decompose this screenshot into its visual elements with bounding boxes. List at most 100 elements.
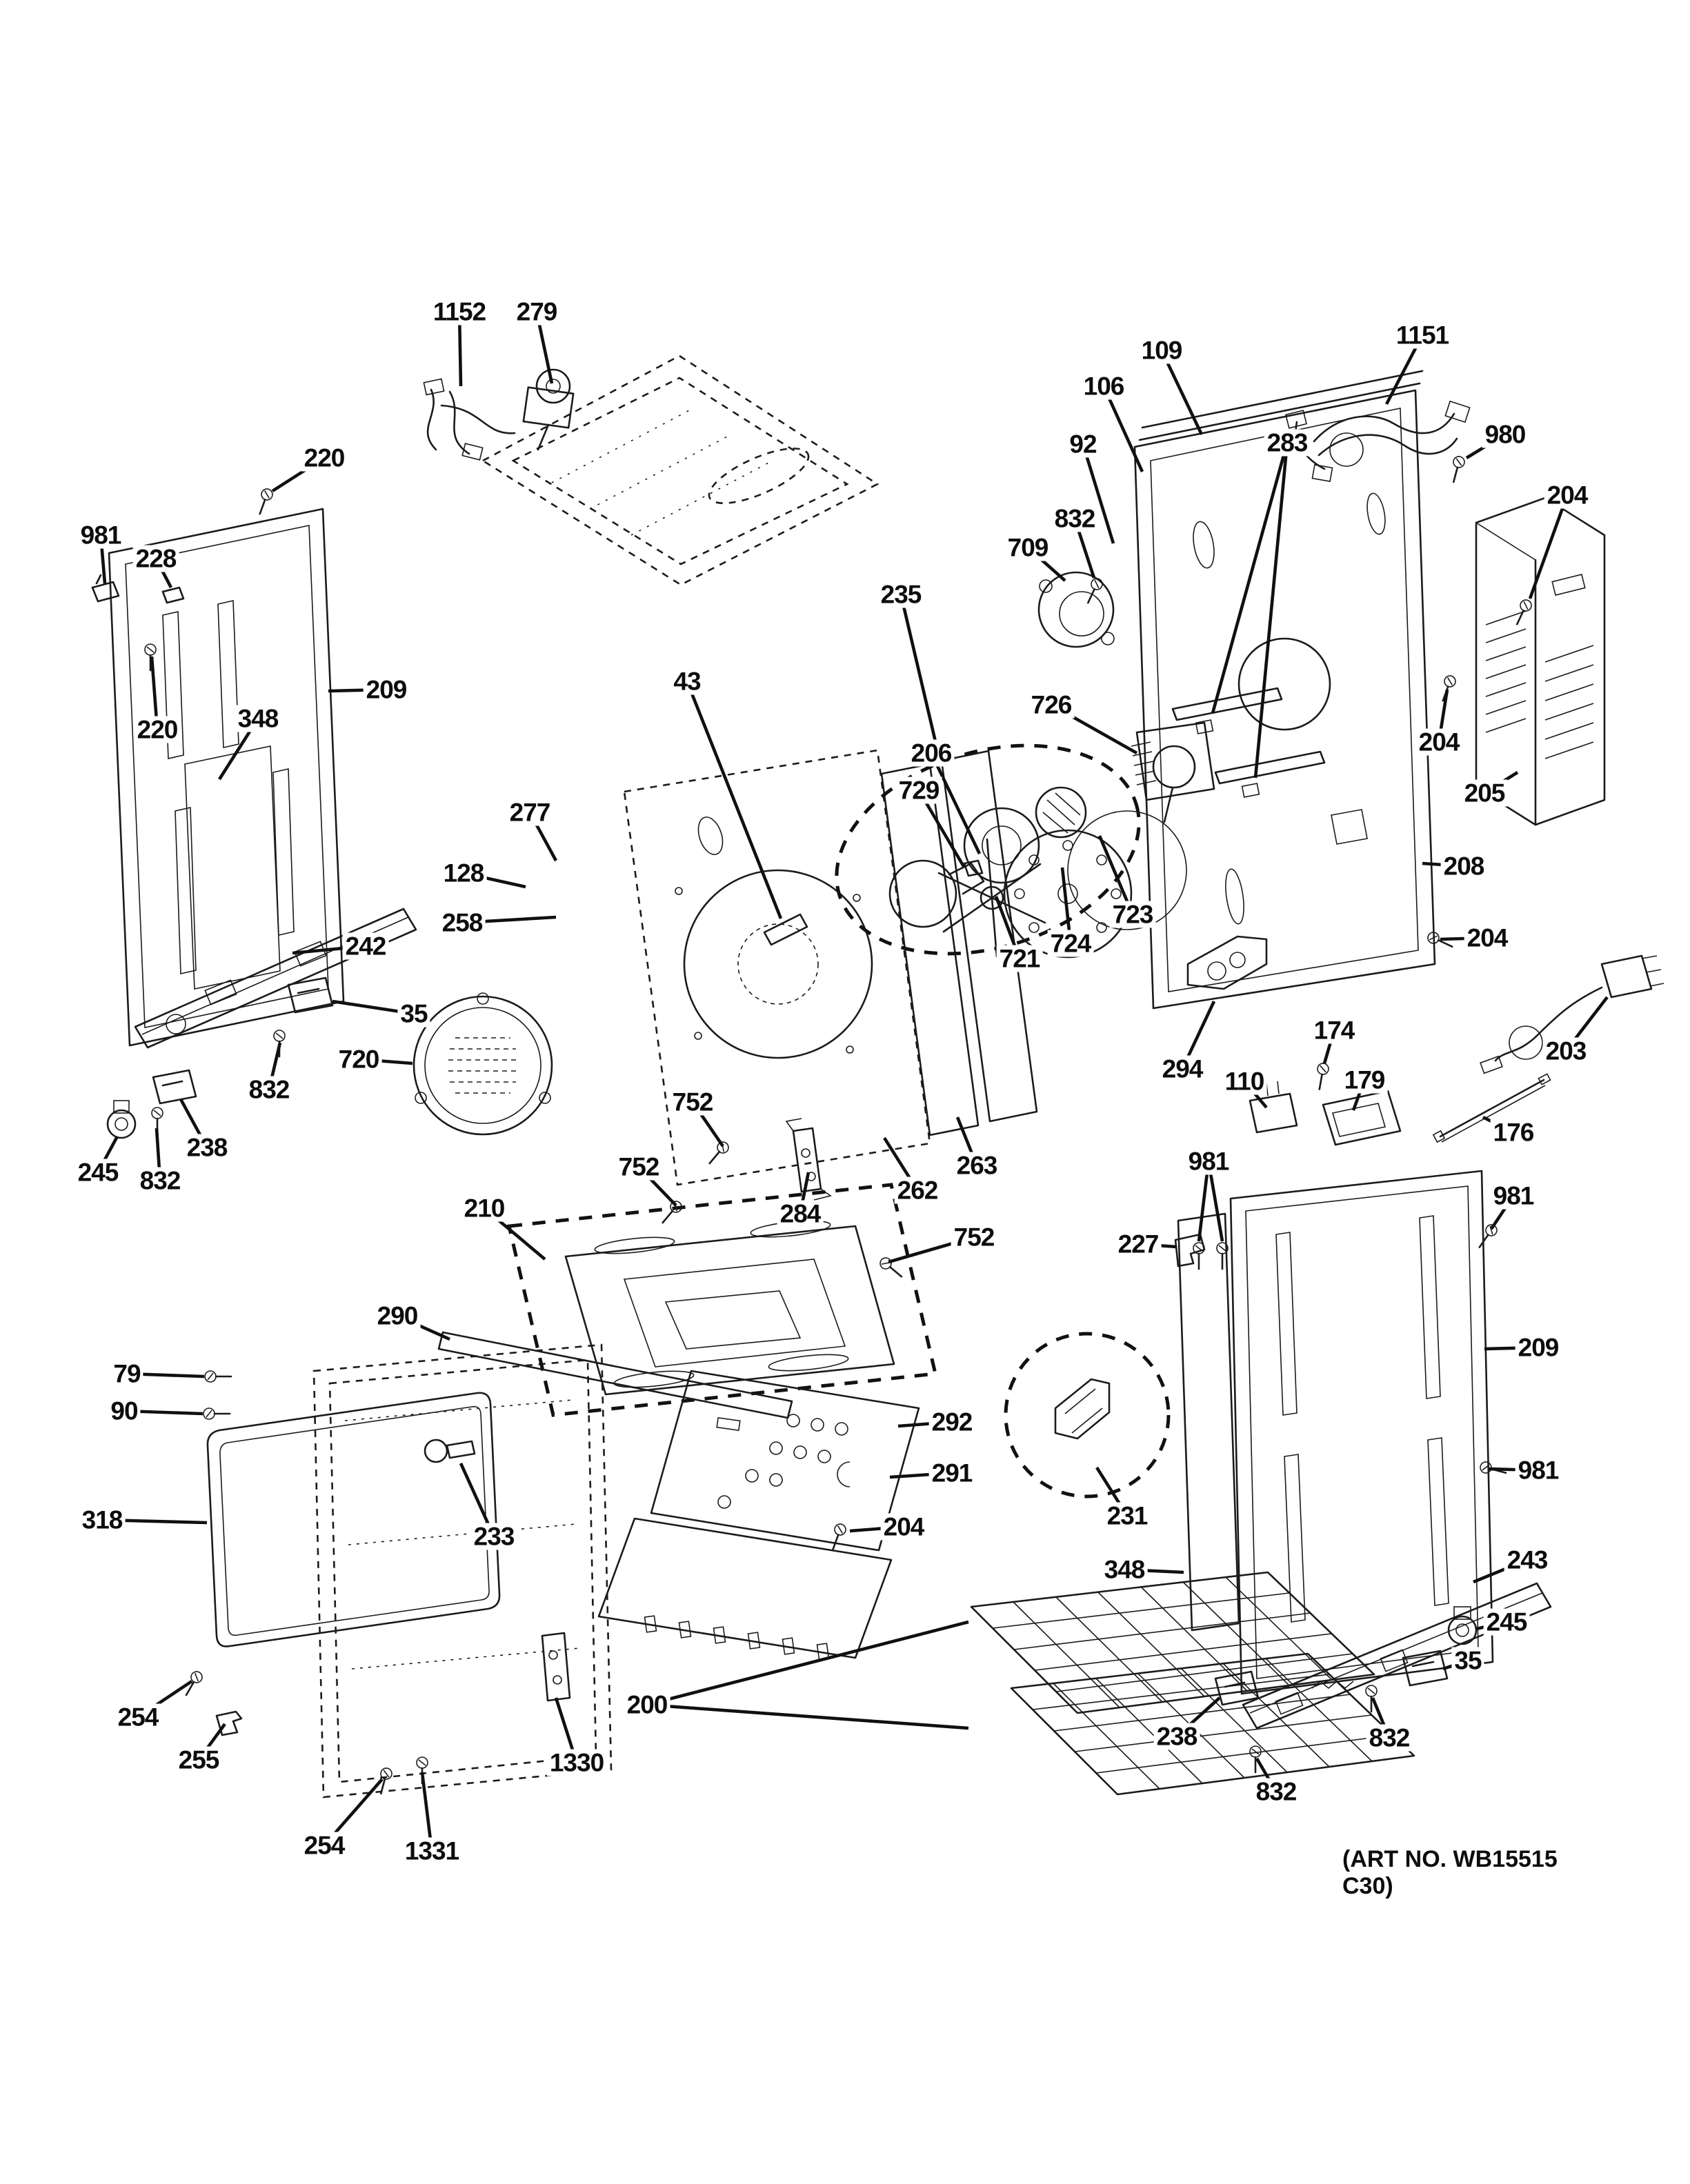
door-gasket-318 xyxy=(206,1392,501,1647)
part-label-832-right-b: 832 xyxy=(1253,1778,1300,1805)
convection-motor-726 xyxy=(1131,721,1215,823)
part-label-832-left-b: 832 xyxy=(137,1167,183,1194)
back-panel xyxy=(1133,370,1436,1010)
roller-245-left xyxy=(106,1100,137,1139)
part-label-318: 318 xyxy=(79,1506,126,1534)
part-label-348-right: 348 xyxy=(1101,1556,1148,1583)
part-label-208: 208 xyxy=(1440,852,1487,880)
part-label-204-c: 204 xyxy=(1464,924,1511,952)
part-label-284: 284 xyxy=(777,1200,824,1228)
part-label-262: 262 xyxy=(894,1176,941,1204)
part-label-106: 106 xyxy=(1080,372,1127,400)
lamp-assembly-235 xyxy=(835,743,1141,956)
part-label-981-mid: 981 xyxy=(1185,1148,1232,1175)
part-label-43: 43 xyxy=(670,668,704,695)
leveling-foot-35-right xyxy=(1402,1650,1449,1687)
part-label-210: 210 xyxy=(461,1194,508,1222)
wire-harness-1152 xyxy=(423,378,516,461)
part-label-238-right: 238 xyxy=(1153,1723,1200,1750)
part-label-258: 258 xyxy=(439,909,486,936)
leader-line xyxy=(1081,443,1115,544)
part-label-255: 255 xyxy=(175,1746,222,1774)
part-label-292: 292 xyxy=(928,1408,975,1436)
part-label-290: 290 xyxy=(374,1302,421,1330)
insulation-sheet-348-right xyxy=(1177,1212,1240,1632)
part-label-179: 179 xyxy=(1341,1066,1388,1094)
part-label-1331: 1331 xyxy=(401,1837,462,1865)
part-label-220-inner: 220 xyxy=(134,716,181,743)
bracket-detail-231 xyxy=(1004,1332,1171,1499)
part-label-294: 294 xyxy=(1159,1055,1206,1083)
part-label-254-b: 254 xyxy=(301,1832,348,1859)
leader-line xyxy=(929,752,982,854)
leader-line xyxy=(1253,442,1289,779)
leader-line xyxy=(1102,385,1144,472)
part-label-245-right: 245 xyxy=(1483,1608,1530,1636)
part-label-980: 980 xyxy=(1482,421,1529,448)
part-label-228: 228 xyxy=(132,545,179,572)
part-label-227: 227 xyxy=(1115,1230,1162,1258)
leader-line xyxy=(646,1703,969,1730)
part-label-752-a: 752 xyxy=(669,1088,716,1116)
part-label-720: 720 xyxy=(335,1045,382,1073)
bracket-179 xyxy=(1322,1090,1402,1146)
part-label-723: 723 xyxy=(1109,901,1156,928)
part-label-203: 203 xyxy=(1542,1037,1589,1065)
art-number: (ART NO. WB15515 C30) xyxy=(1342,1846,1558,1899)
door-inner-panel xyxy=(312,1343,613,1799)
leader-line xyxy=(685,681,783,919)
nut-729 xyxy=(963,859,984,877)
fan-cover-720 xyxy=(412,992,553,1136)
part-label-1330: 1330 xyxy=(546,1749,607,1776)
leader-line xyxy=(1211,442,1289,714)
clip-981-left xyxy=(91,574,120,603)
part-label-263: 263 xyxy=(953,1152,1000,1179)
leader-line xyxy=(899,594,940,754)
part-label-205: 205 xyxy=(1461,779,1508,807)
wire-harness-1151 xyxy=(1284,400,1471,483)
leader-line xyxy=(1160,350,1204,435)
part-label-174: 174 xyxy=(1311,1016,1358,1044)
part-label-981-right-mid: 981 xyxy=(1515,1456,1562,1484)
leveling-foot-35-left xyxy=(287,976,334,1014)
part-label-832-left-a: 832 xyxy=(246,1076,292,1103)
lamp-cover-709 xyxy=(1037,571,1115,648)
clip-228 xyxy=(161,586,185,604)
fan-dome-723 xyxy=(1067,810,1187,930)
part-label-35-left: 35 xyxy=(397,1000,430,1028)
leader-line xyxy=(1528,494,1569,599)
clip-255 xyxy=(215,1710,243,1736)
part-label-204-a: 204 xyxy=(1544,481,1591,509)
leveling-foot-238-left xyxy=(152,1069,197,1105)
top-insulation-panel xyxy=(481,354,879,586)
part-label-721: 721 xyxy=(996,945,1043,972)
part-label-726: 726 xyxy=(1028,691,1075,719)
part-label-176: 176 xyxy=(1490,1119,1537,1146)
roller-245-right xyxy=(1447,1606,1478,1645)
part-label-35-right: 35 xyxy=(1451,1647,1484,1674)
part-label-981-right-top: 981 xyxy=(1490,1182,1537,1210)
part-label-233: 233 xyxy=(470,1523,517,1550)
part-label-348-left: 348 xyxy=(235,705,281,732)
insulation-262 xyxy=(880,763,980,1136)
part-label-238-left: 238 xyxy=(183,1134,230,1161)
part-label-277: 277 xyxy=(506,799,553,826)
part-label-128: 128 xyxy=(440,859,487,887)
part-label-245-left: 245 xyxy=(74,1159,121,1186)
fan-plate-724 xyxy=(1003,829,1133,959)
part-label-752-b: 752 xyxy=(615,1153,662,1181)
part-label-981-left: 981 xyxy=(77,521,124,549)
part-label-90: 90 xyxy=(108,1397,141,1425)
part-label-832-right-top: 832 xyxy=(1051,505,1098,532)
latch-1330 xyxy=(541,1632,571,1702)
part-label-220-top: 220 xyxy=(301,444,348,472)
part-label-235: 235 xyxy=(877,581,924,608)
part-label-283: 283 xyxy=(1264,429,1311,457)
part-label-204-d: 204 xyxy=(880,1513,927,1541)
part-label-1152: 1152 xyxy=(430,298,489,325)
power-cord-203 xyxy=(1480,954,1664,1074)
part-label-243: 243 xyxy=(1504,1546,1551,1574)
part-label-92: 92 xyxy=(1066,430,1100,458)
